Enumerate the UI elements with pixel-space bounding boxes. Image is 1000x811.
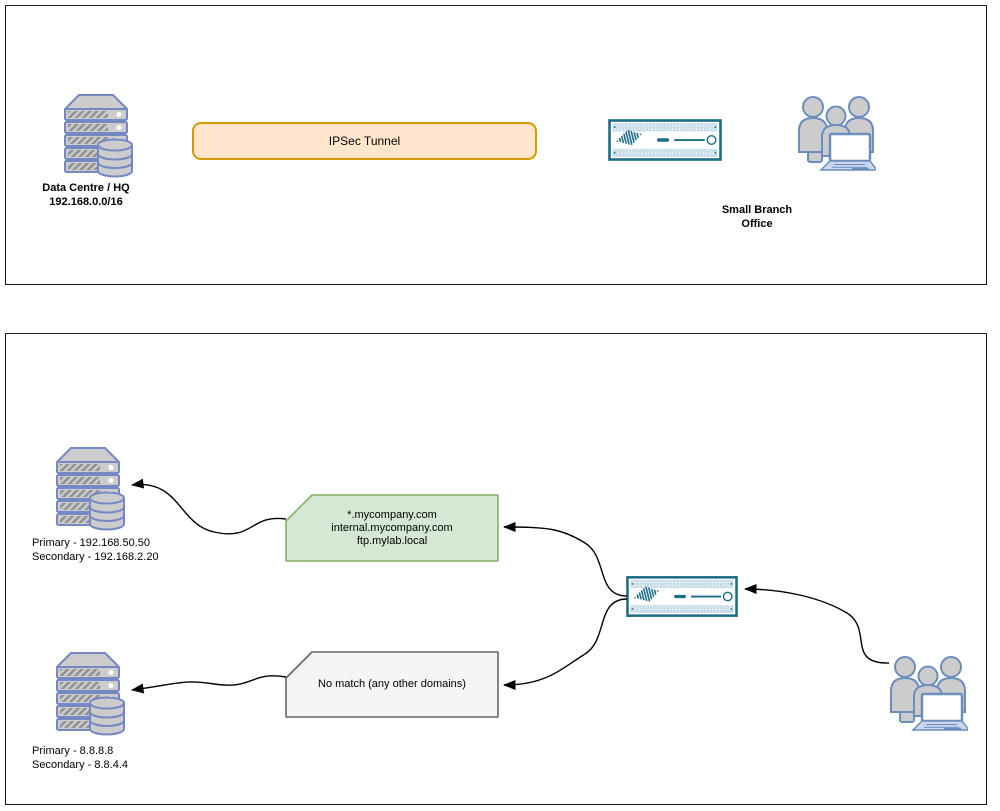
branch-office-line2: Office — [741, 218, 773, 230]
internal-dns-server-icon — [56, 447, 125, 531]
no-match-card: No match (any other domains) — [285, 651, 499, 718]
database-icon — [89, 491, 125, 531]
branch-users-laptop-icon — [890, 656, 968, 731]
signal-wave-glyph — [634, 586, 659, 602]
public-dns-label: Primary - 8.8.8.8 Secondary - 8.8.4.4 — [32, 744, 252, 772]
signal-wave-glyph — [616, 129, 642, 146]
matched-domains-shape — [285, 494, 499, 562]
matched-domains-card: *.mycompany.com internal.mycompany.com f… — [285, 494, 499, 562]
database-icon — [97, 138, 133, 178]
dns-split-panel — [5, 333, 987, 805]
data-centre-label: Data Centre / HQ 192.168.0.0/16 — [26, 181, 146, 209]
matched-domain-2: internal.mycompany.com — [331, 521, 453, 534]
internal-dns-secondary: Secondary - 192.168.2.20 — [32, 551, 159, 563]
public-dns-secondary: Secondary - 8.8.4.4 — [32, 759, 129, 771]
data-centre-name: Data Centre / HQ — [42, 182, 130, 194]
no-match-text: No match (any other domains) — [285, 651, 499, 718]
dns-forwarder-appliance-icon — [626, 576, 738, 617]
no-match-label: No match (any other domains) — [318, 678, 466, 690]
internal-dns-label: Primary - 192.168.50.50 Secondary - 192.… — [32, 536, 252, 564]
public-dns-server-icon — [56, 652, 125, 736]
branch-office-label: Small Branch Office — [697, 203, 817, 231]
data-centre-subnet: 192.168.0.0/16 — [49, 196, 123, 208]
matched-domains-text: *.mycompany.com internal.mycompany.com f… — [285, 494, 499, 562]
users-laptop-icon — [798, 96, 876, 171]
matched-domain-1: *.mycompany.com — [347, 508, 437, 521]
public-dns-primary: Primary - 8.8.8.8 — [32, 745, 114, 757]
matched-domain-3: ftp.mylab.local — [356, 534, 428, 547]
database-icon — [89, 696, 125, 736]
ipsec-tunnel-label: IPSec Tunnel — [328, 134, 401, 148]
laptop-icon — [911, 692, 968, 731]
ipsec-tunnel-shape: IPSec Tunnel — [192, 122, 537, 160]
firewall-appliance-icon — [608, 119, 722, 161]
internal-dns-primary: Primary - 192.168.50.50 — [32, 537, 151, 549]
no-match-shape — [285, 651, 499, 718]
server-rack-icon — [64, 94, 133, 178]
laptop-icon — [819, 132, 876, 171]
branch-office-line1: Small Branch — [721, 204, 793, 216]
